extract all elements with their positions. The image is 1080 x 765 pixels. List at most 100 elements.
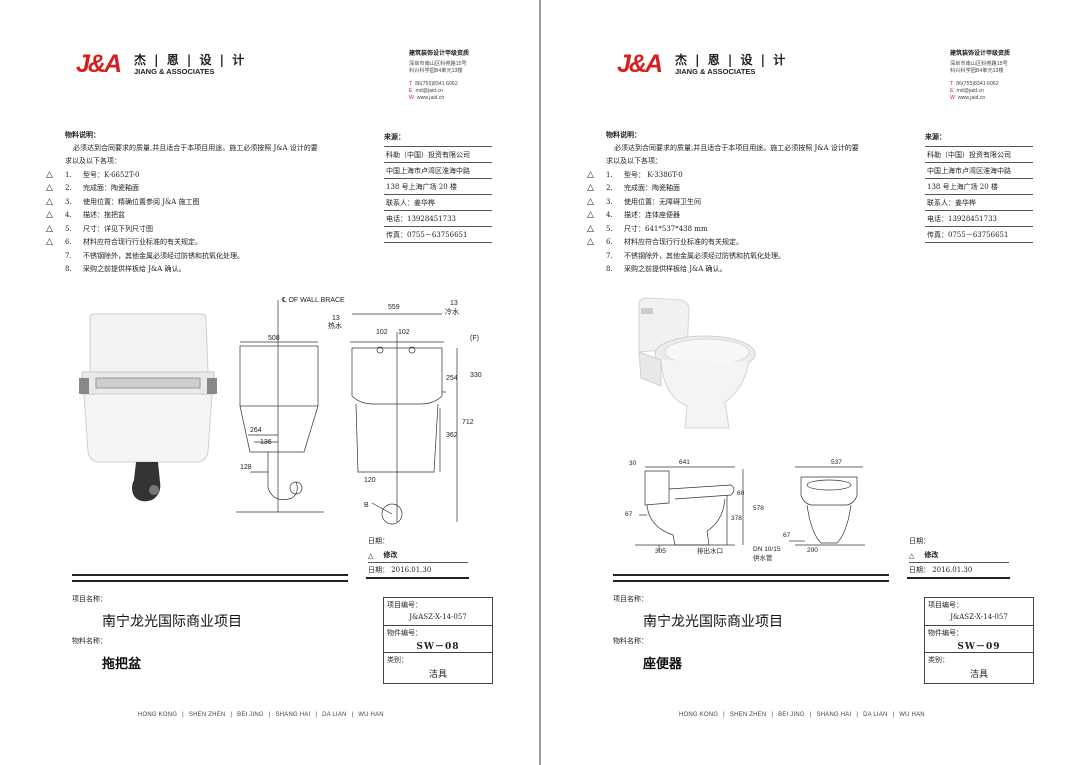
svg-text:378: 378 [731,515,742,522]
svg-text:508: 508 [268,335,280,342]
source-row: 科勒（中国）投资有限公司 [384,147,492,163]
note-item: △1.型号：K-6652T-0 [46,169,365,183]
tel-label: T [409,81,413,87]
item-no-label: 物件编号： [387,629,422,637]
note-item: △1.型号： K-3386T-0 [587,169,906,183]
toilet-photo [638,297,756,429]
website: www.jaid.cn [416,95,445,101]
email: md@jaid.cn [415,88,443,94]
svg-text:67: 67 [783,532,791,539]
email-label: E [950,88,954,94]
category-label: 类别： [387,656,408,664]
notes-intro: 必须达到合同要求的质量,并且适合于本项目用途。施工必须按照 J&A 设计的要 [73,143,318,152]
website: www.jaid.cn [957,95,986,101]
note-item: △5.尺寸：详见下列尺寸图 [46,223,365,237]
revision-date: 日期： 2016.01.30 [909,562,1009,575]
note-item: △3.使用位置：无障碍卫生间 [587,196,906,210]
source-row: 科勒（中国）投资有限公司 [925,147,1033,163]
notes-intro-2: 求以及以下各项： [606,157,662,165]
source-row: 138 号上海广场 20 楼 [384,179,492,195]
notes-intro: 必须达到合同要求的质量,并且适合于本项目用途。施工必须按照 J&A 设计的要 [614,143,859,152]
toilet-dimension-drawing: 30 641 537 60 578 378 67 67 305 排出水口 DN … [625,459,865,562]
divider [72,580,348,582]
project-no: J&ASZ-X-14-057 [409,613,467,621]
web-label: W [950,95,955,101]
address-line2: 科兴科学园B4单元13楼 [409,68,463,74]
revision-triangle-icon: △ [46,210,53,220]
svg-text:330: 330 [470,372,482,379]
svg-text:冷水: 冷水 [445,307,459,316]
svg-text:641: 641 [679,459,690,466]
note-item: △5.尺寸：641*537*438 mm [587,223,906,237]
source-table: 来源： 科勒（中国）投资有限公司 中国上海市卢湾区淮海中路 138 号上海广场 … [925,131,1033,243]
svg-text:559: 559 [388,304,400,311]
revision-label: 修改 [383,550,398,559]
ja-logo: J&A [76,50,122,78]
tel: 86(755)8341 6062 [956,81,999,87]
tel-label: T [950,81,954,87]
source-heading: 来源： [384,131,492,147]
revision-date-label: 日期： [368,537,389,545]
svg-text:128: 128 [240,464,252,471]
notes-title: 物料说明： [606,130,641,139]
divider [907,577,1010,579]
source-row: 138 号上海广场 20 楼 [925,179,1033,195]
revision-triangle-icon: △ [46,237,53,247]
item-no-label: 物件编号： [928,629,963,637]
spec-sheet-sw09: J&A 杰 | 恩 | 设 | 计 JIANG & ASSOCIATES 建筑装… [541,0,1080,765]
source-row: 中国上海市卢湾区淮海中路 [384,163,492,179]
qualification-heading: 建筑装饰设计甲级资质 [950,51,1011,57]
email: md@jaid.cn [956,88,984,94]
svg-text:712: 712 [462,419,474,426]
ja-logo: J&A [617,50,663,78]
revision-block: 日期： △修改 日期： 2016.01.30 [368,536,468,575]
svg-text:305: 305 [655,548,666,555]
note-item: 7.不锈钢除外，其他金属必须经过防锈和抗氧化处理。 [65,251,244,260]
svg-text:102: 102 [398,329,410,336]
category: 洁具 [428,670,447,680]
note-item: △6.材料应符合现行行业标准的有关规定。 [46,236,365,250]
mop-sink-photo [79,313,217,502]
notes-title: 物料说明： [65,130,100,139]
project-name: 南宁龙光国际商业项目 [102,614,242,630]
divider [366,577,469,579]
category-label: 类别： [928,656,949,664]
note-item: △4.描述：连体座便器 [587,209,906,223]
category: 洁具 [969,670,988,680]
divider [613,574,889,576]
item-no: SW－08 [416,642,460,652]
revision-triangle-icon: △ [587,210,594,220]
project-no: J&ASZ-X-14-057 [950,613,1008,621]
source-row: 传真：0755－63756651 [384,227,492,243]
divider [613,580,889,582]
material-label: 物料名称： [72,637,107,645]
svg-text:B: B [364,502,369,509]
source-row: 联系人：姜华桦 [384,195,492,211]
item-no: SW－09 [957,642,1001,652]
project-label: 项目名称： [613,595,648,603]
svg-text:537: 537 [831,459,842,466]
revision-triangle-icon: △ [909,550,915,560]
svg-text:热水: 热水 [328,321,342,330]
svg-text:13: 13 [332,315,340,322]
project-label: 项目名称： [72,595,107,603]
brand-name-cn: 杰 | 恩 | 设 | 计 [134,53,247,67]
note-item: 8.采购之前提供样板给 J&A 确认。 [606,265,727,273]
office-cities: HONG KONG|SHEN ZHEN|BEI JING|SHANG HAI|D… [679,712,925,718]
note-item: 7.不锈钢除外，其他金属必须经过防锈和抗氧化处理。 [606,251,785,260]
office-cities: HONG KONG|SHEN ZHEN|BEI JING|SHANG HAI|D… [138,712,384,718]
revision-label: 修改 [924,550,939,559]
spec-sheet-sw08: J&A 杰 | 恩 | 设 | 计 JIANG & ASSOCIATES 建筑装… [0,0,539,765]
mop-sink-dimension-drawing: ℄ OF WALL BRACE 559 13 冷水 13 热水 102 102 … [236,297,482,525]
material-name: 座便器 [643,657,683,672]
brand-name-en: JIANG & ASSOCIATES [675,67,756,76]
svg-text:362: 362 [446,432,458,439]
divider [72,574,348,576]
svg-text:578: 578 [753,505,764,512]
svg-text:120: 120 [364,477,376,484]
svg-text:13: 13 [450,300,458,307]
revision-triangle-icon: △ [587,237,594,247]
note-item: △2.完成面：陶瓷釉面 [46,182,365,196]
